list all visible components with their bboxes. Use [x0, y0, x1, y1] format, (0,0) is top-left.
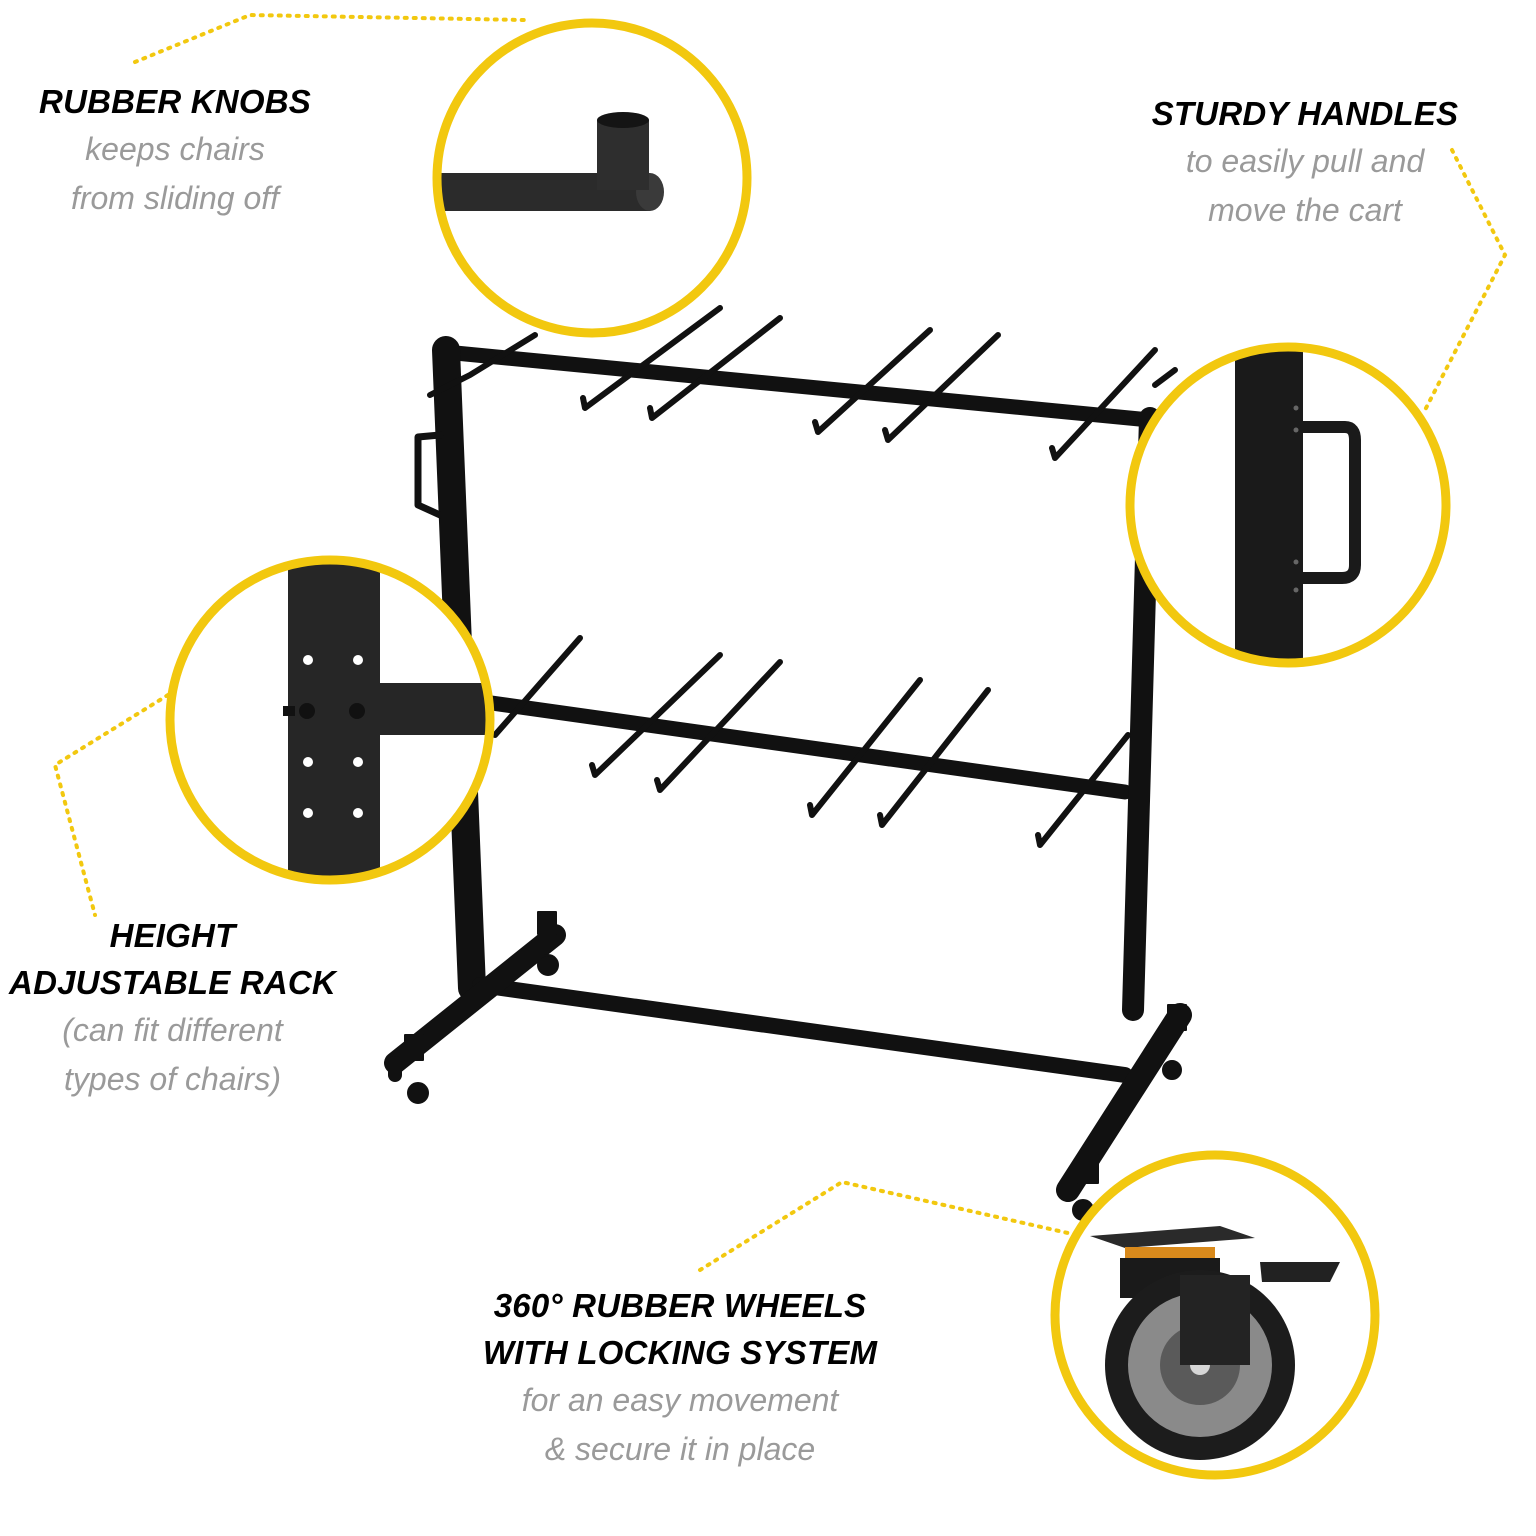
callout-height-rack-title2: ADJUSTABLE RACK: [9, 964, 336, 1001]
callout-height-rack: HEIGHT ADJUSTABLE RACK (can fit differen…: [0, 912, 345, 1104]
knob-detail-icon: [432, 18, 752, 338]
rack-bracket-detail-icon: [165, 555, 495, 885]
callout-sturdy-handles-line1: to easily pull and: [1185, 143, 1425, 179]
callout-rubber-knobs-line2: from sliding off: [70, 180, 280, 216]
callout-wheels-line1: for an easy movement: [521, 1382, 839, 1418]
handle-detail-icon: [1125, 342, 1451, 668]
leader-lines: [52, 12, 1508, 1272]
leader-line-knobs: [133, 12, 527, 64]
callout-sturdy-handles-line2: move the cart: [1208, 192, 1402, 228]
callout-wheels: 360° RUBBER WHEELS WITH LOCKING SYSTEM f…: [470, 1282, 890, 1474]
leader-line-rack: [52, 693, 170, 917]
callout-wheels-title2: WITH LOCKING SYSTEM: [482, 1334, 878, 1371]
callout-rubber-knobs-line1: keeps chairs: [85, 131, 265, 167]
chair-cart-icon: [384, 305, 1192, 1221]
leader-line-handles: [1423, 148, 1508, 412]
callout-rubber-knobs: RUBBER KNOBS keeps chairs from sliding o…: [20, 78, 330, 223]
callout-height-rack-title1: HEIGHT: [109, 917, 236, 954]
caster-wheel-detail-icon: [1050, 1150, 1380, 1480]
leader-line-wheels: [698, 1179, 1092, 1272]
callout-height-rack-line2: types of chairs): [64, 1061, 281, 1097]
callout-sturdy-handles-title: STURDY HANDLES: [1151, 95, 1459, 132]
callout-wheels-line2: & secure it in place: [544, 1431, 816, 1467]
callout-wheels-title1: 360° RUBBER WHEELS: [493, 1287, 867, 1324]
callout-height-rack-line1: (can fit different: [62, 1012, 283, 1048]
callout-sturdy-handles: STURDY HANDLES to easily pull and move t…: [1130, 90, 1480, 235]
callout-rubber-knobs-title: RUBBER KNOBS: [39, 83, 311, 120]
